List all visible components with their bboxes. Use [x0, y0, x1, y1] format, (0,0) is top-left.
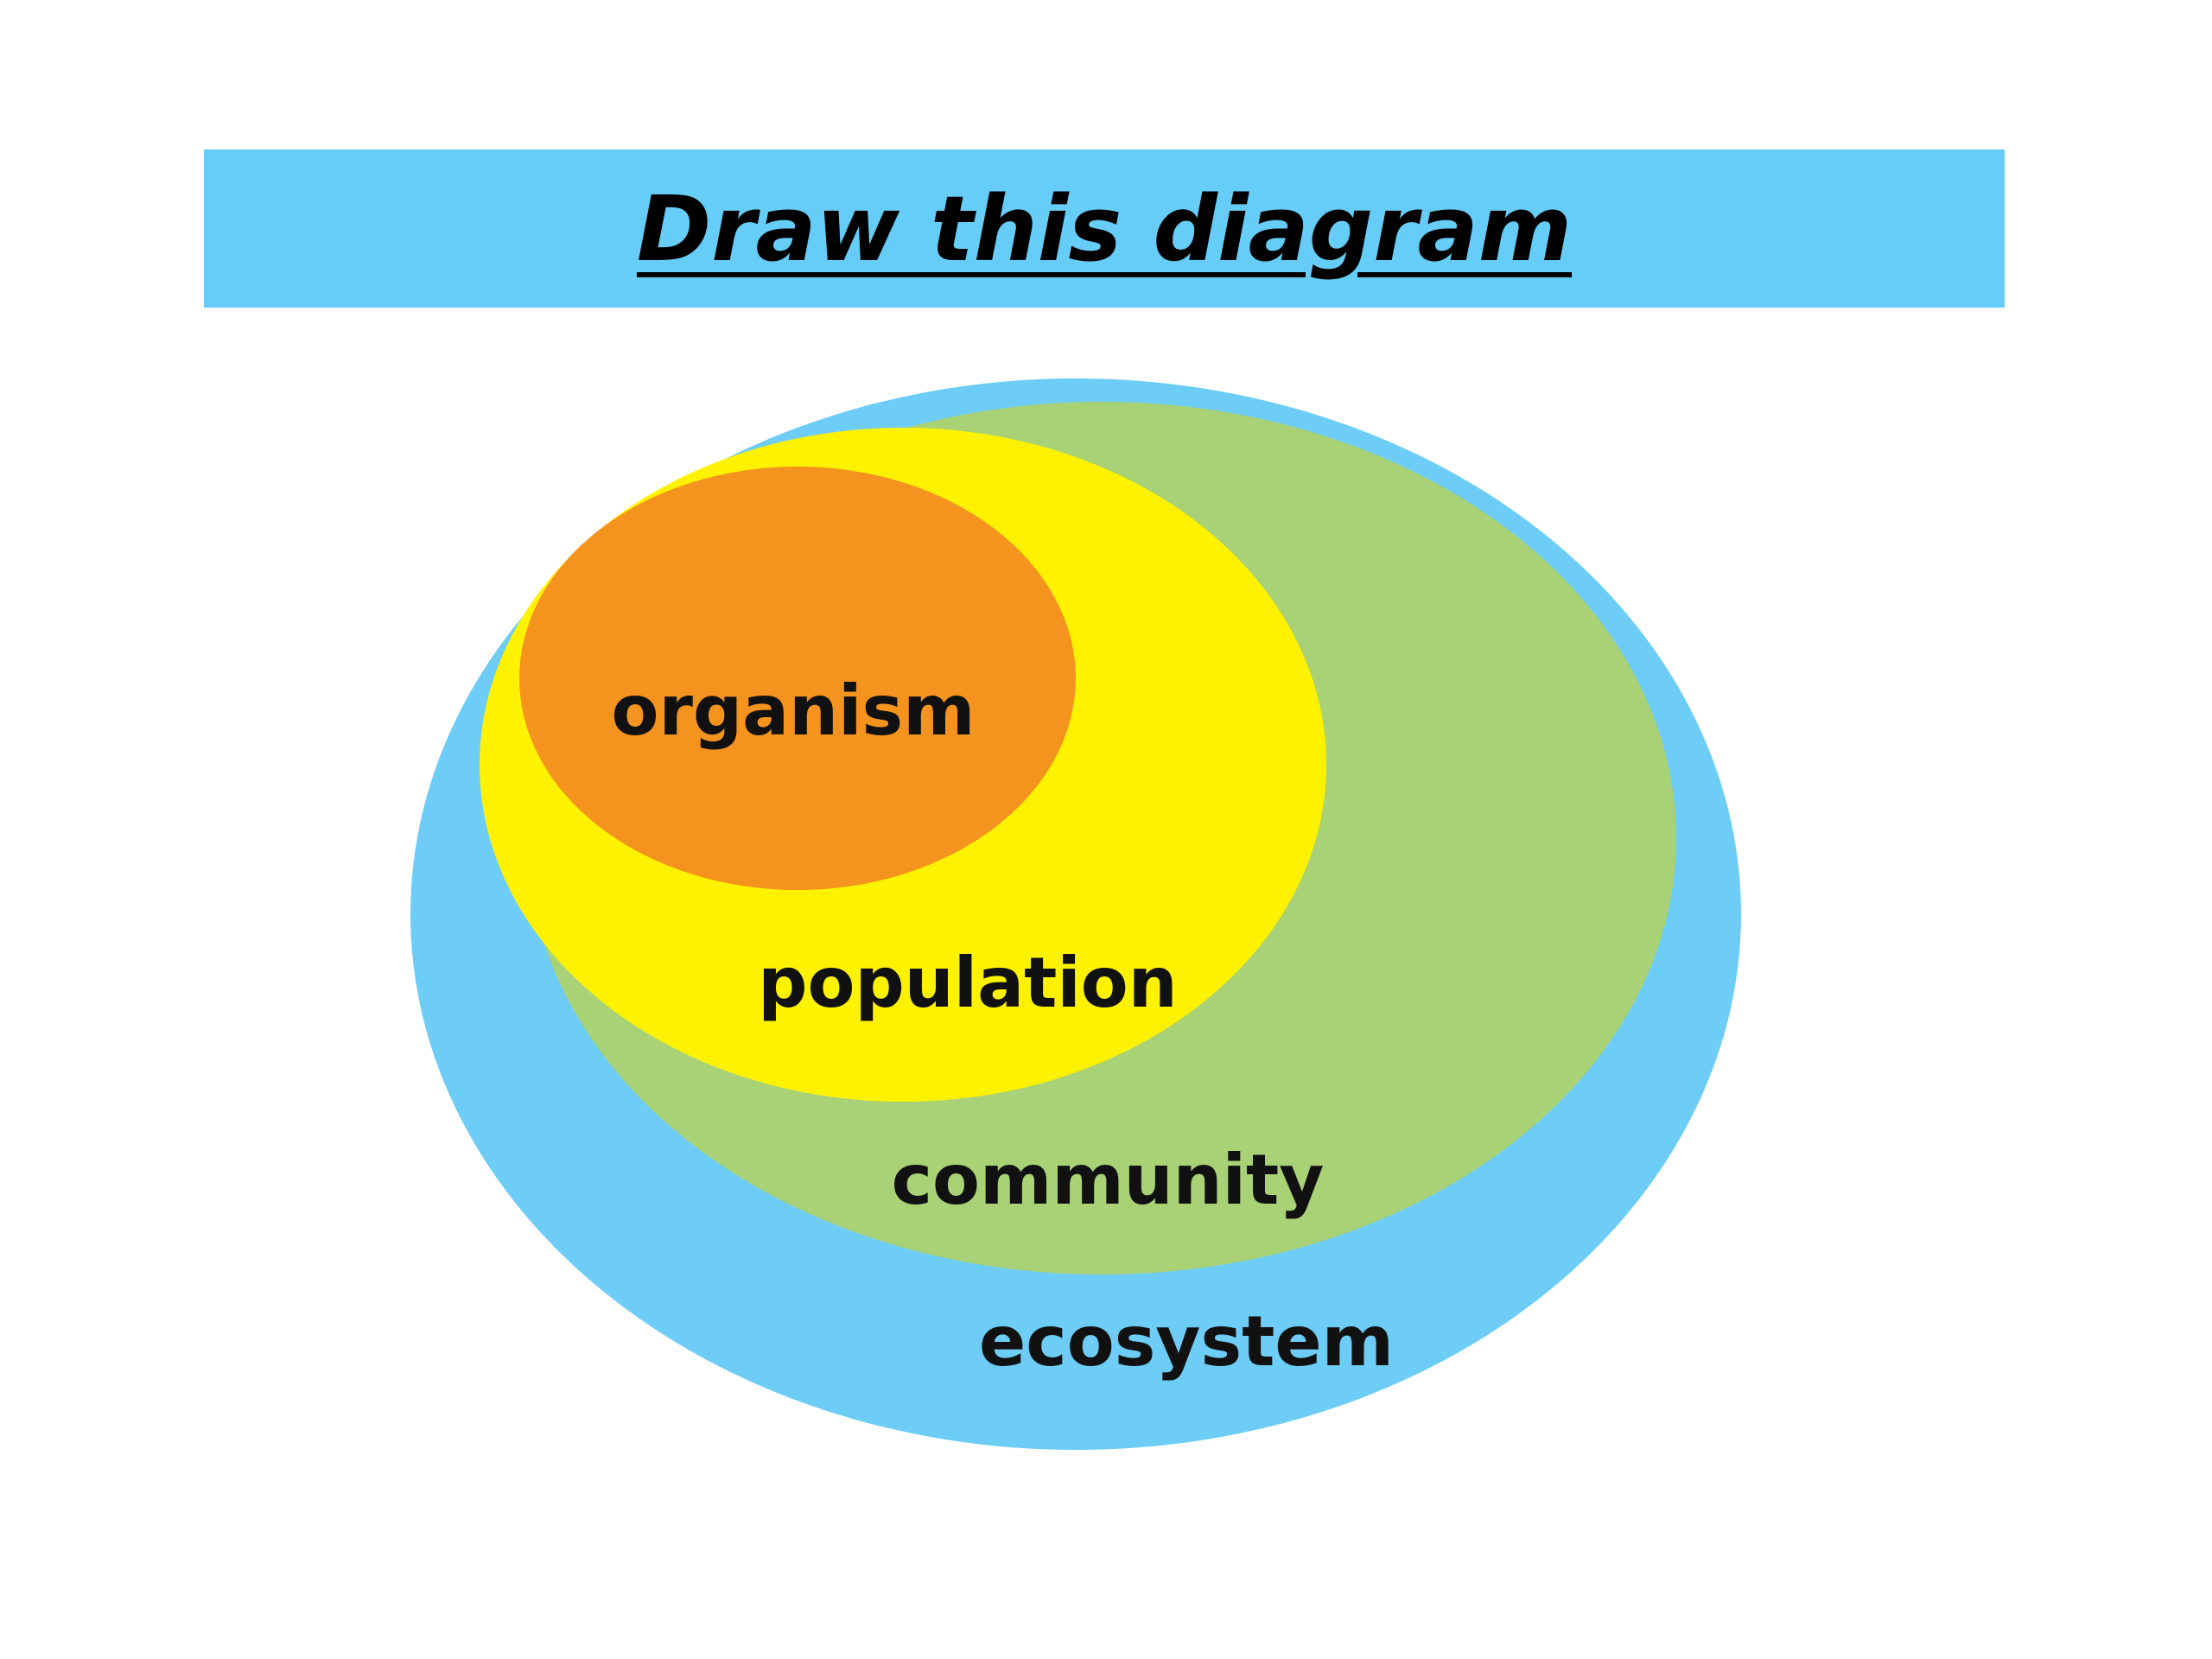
organism-label: organism	[611, 671, 975, 751]
organism-ellipse	[519, 467, 1076, 890]
page-title: Draw this diagram	[636, 175, 1573, 282]
population-label: population	[758, 943, 1177, 1023]
title-banner: Draw this diagram	[204, 149, 2005, 308]
ecosystem-label: ecosystem	[979, 1301, 1394, 1382]
community-label: community	[892, 1140, 1325, 1220]
